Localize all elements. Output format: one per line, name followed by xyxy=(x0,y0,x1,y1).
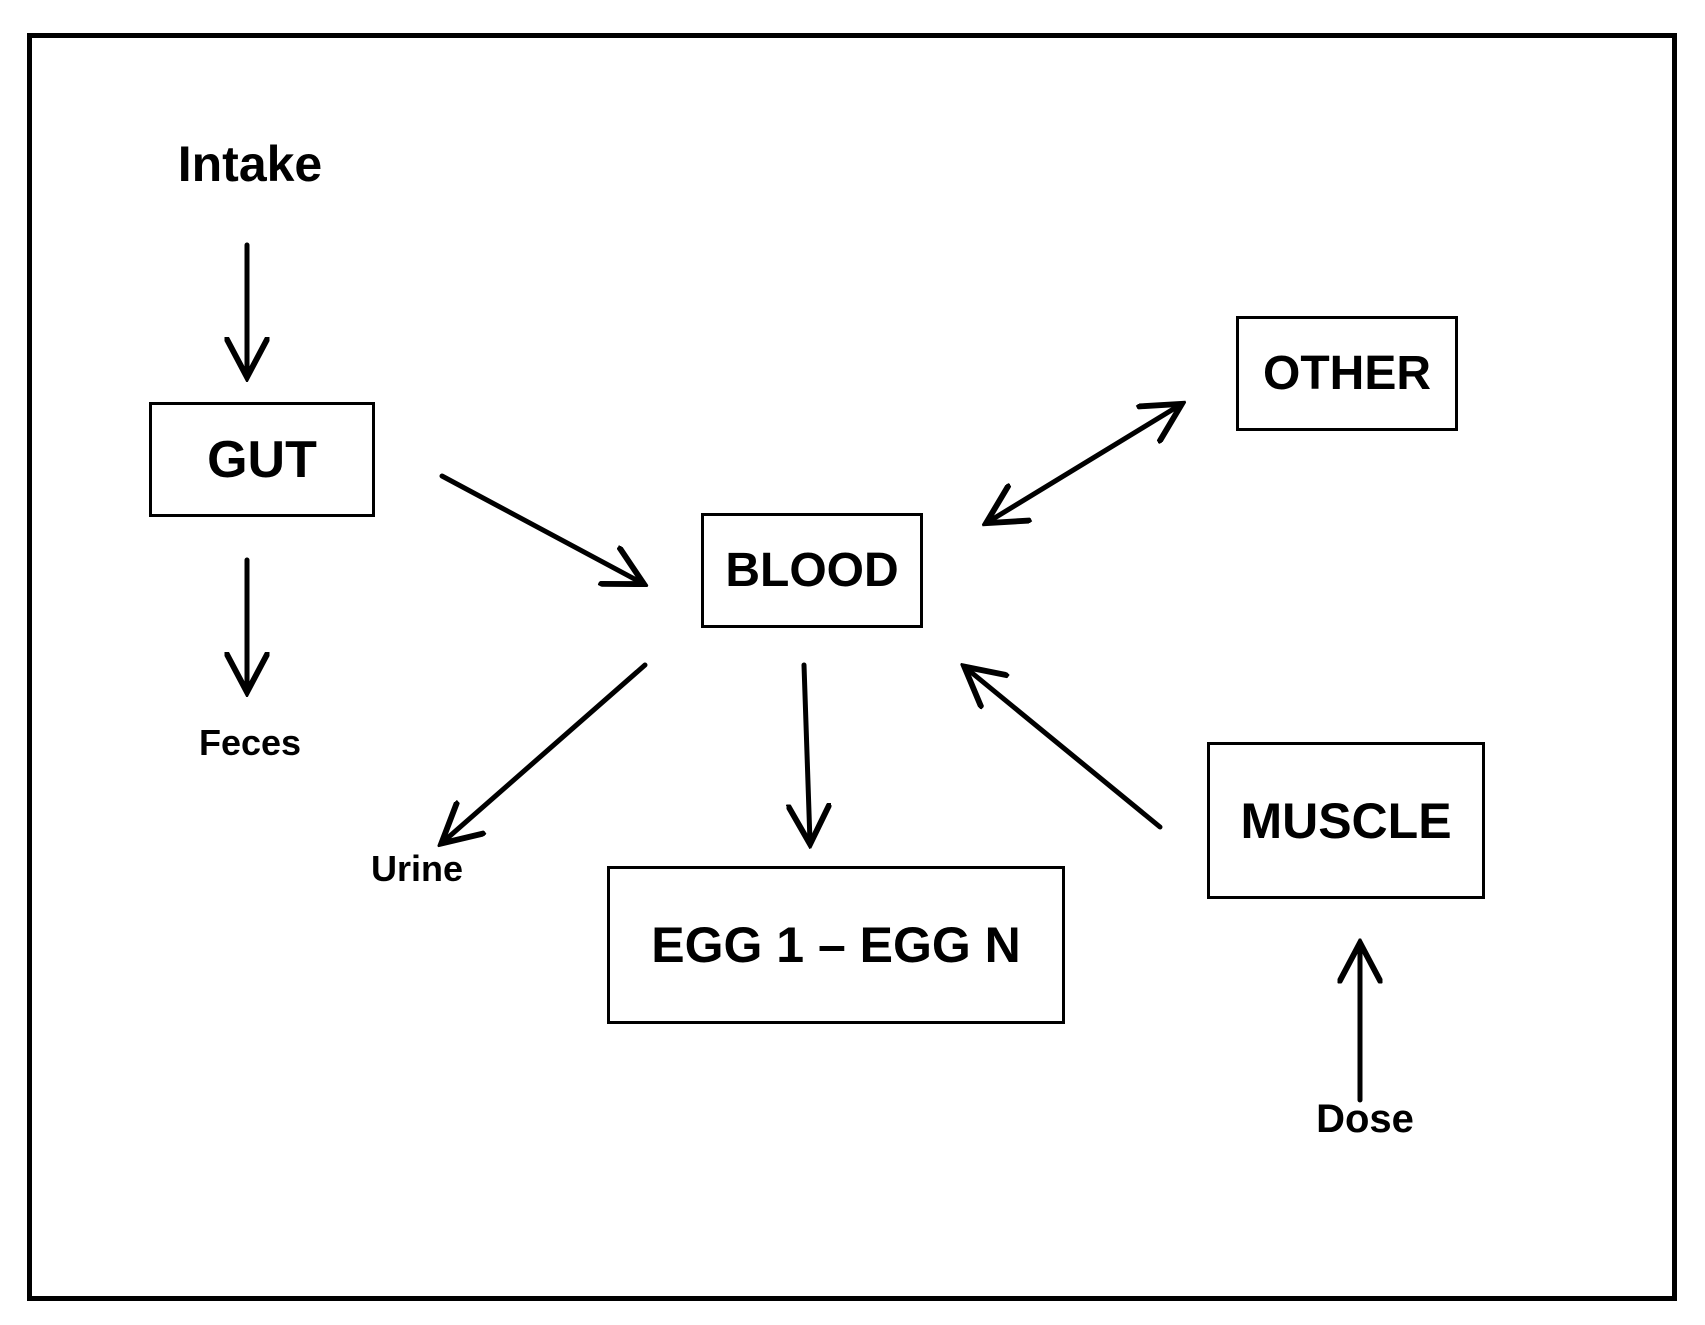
arrow-blood-to-egg xyxy=(804,662,810,842)
arrow-blood-other xyxy=(988,405,1180,522)
feces-label: Feces xyxy=(198,722,302,763)
blood-node-label: BLOOD xyxy=(725,544,899,597)
diagram-frame xyxy=(27,33,1677,1301)
muscle-node-label: MUSCLE xyxy=(1240,792,1452,849)
muscle-node: MUSCLE xyxy=(1207,742,1485,899)
other-node-label: OTHER xyxy=(1263,347,1431,400)
arrow-gut-to-blood xyxy=(439,473,642,583)
arrow-blood-to-urine xyxy=(443,662,648,842)
dose-label: Dose xyxy=(1316,1097,1414,1141)
gut-node-label: GUT xyxy=(207,430,317,489)
intake-label: Intake xyxy=(177,136,323,192)
arrow-muscle-to-blood xyxy=(966,668,1163,830)
egg-node: EGG 1 – EGG N xyxy=(607,866,1065,1024)
other-node: OTHER xyxy=(1236,316,1458,431)
gut-node: GUT xyxy=(149,402,375,517)
egg-node-label: EGG 1 – EGG N xyxy=(651,917,1021,973)
blood-node: BLOOD xyxy=(701,513,923,628)
urine-label: Urine xyxy=(370,848,464,889)
